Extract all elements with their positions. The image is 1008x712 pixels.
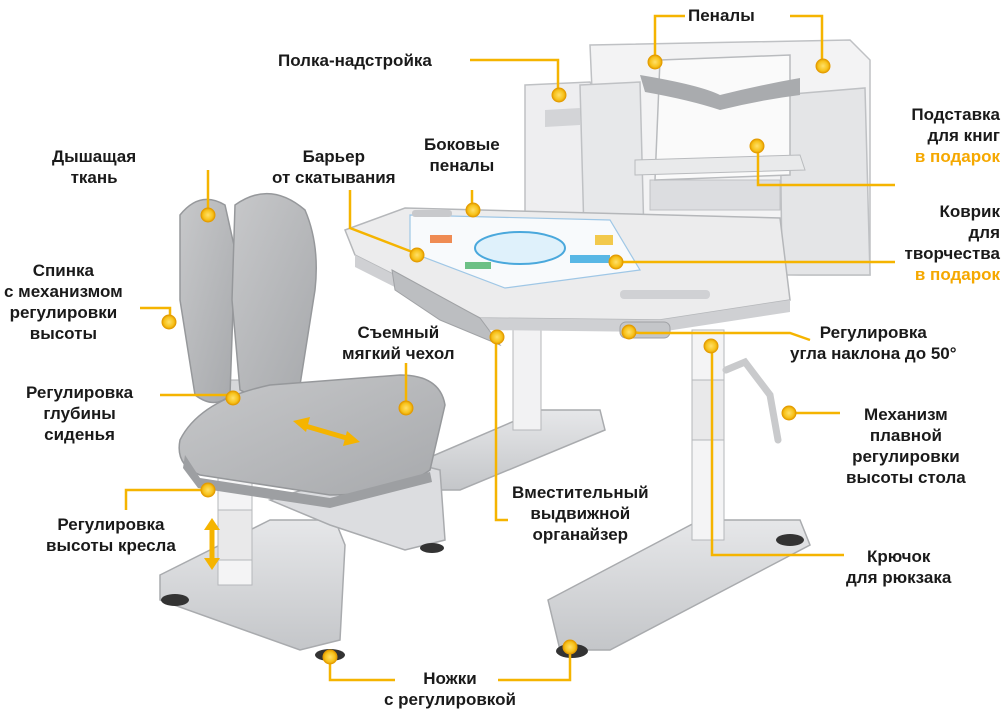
gift-label-creative-mat: в подарок: [914, 265, 1000, 284]
label-shelf-hutch: Полка-надстройка: [278, 51, 432, 70]
desk-top: [344, 207, 791, 332]
callout-dot-icon: [322, 649, 338, 665]
callout-dot-icon: [781, 405, 797, 421]
callout-dots: [161, 54, 831, 665]
book-stand: [634, 54, 806, 181]
callout-dot-icon: [489, 329, 505, 345]
callout-dot-icon: [815, 58, 831, 74]
callout-dot-icon: [200, 207, 216, 223]
chair-backrest: [179, 193, 317, 404]
callout-dot-icon: [621, 324, 637, 340]
callout-dot-icon: [703, 338, 719, 354]
organizer-drawer: [391, 269, 502, 347]
callout-dot-icon: [647, 54, 663, 70]
callout-dot-icon: [225, 390, 241, 406]
double-arrow-icon: [293, 417, 360, 446]
callout-dot-icon: [161, 314, 177, 330]
callout-dot-icon: [398, 400, 414, 416]
callout-dot-icon: [409, 247, 425, 263]
label-pencil-cases: Пеналы: [688, 6, 755, 25]
callout-dot-icon: [200, 482, 216, 498]
callout-dot-icon: [608, 254, 624, 270]
gift-label-book-stand: в подарок: [914, 147, 1000, 166]
callout-dot-icon: [562, 639, 578, 655]
height-arrow-icon: [204, 518, 220, 570]
callout-dot-icon: [551, 87, 567, 103]
callout-dot-icon: [465, 202, 481, 218]
crank-handle: [722, 357, 782, 444]
callout-dot-icon: [749, 138, 765, 154]
